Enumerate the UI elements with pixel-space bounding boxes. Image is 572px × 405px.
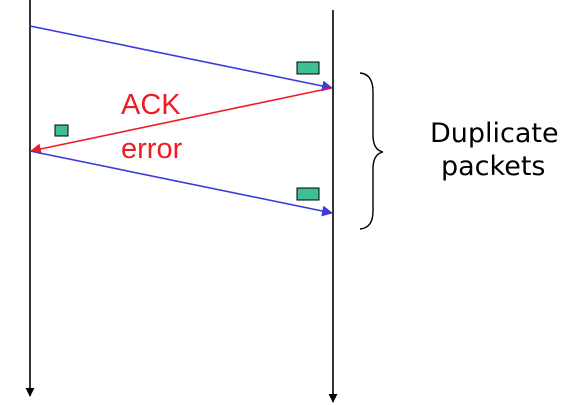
right-brace xyxy=(359,72,384,230)
data-arrow-original xyxy=(29,25,334,92)
error-label: error xyxy=(121,133,183,165)
ack-label: ACK xyxy=(121,89,181,121)
ack-packet-icon xyxy=(54,124,69,137)
packet-icon xyxy=(296,61,320,75)
packets-label: packets xyxy=(441,151,545,182)
duplicate-label: Duplicate xyxy=(430,118,559,149)
data-arrow-retransmit xyxy=(29,150,334,217)
packet-icon xyxy=(296,187,320,201)
ack-arrow xyxy=(29,87,332,155)
